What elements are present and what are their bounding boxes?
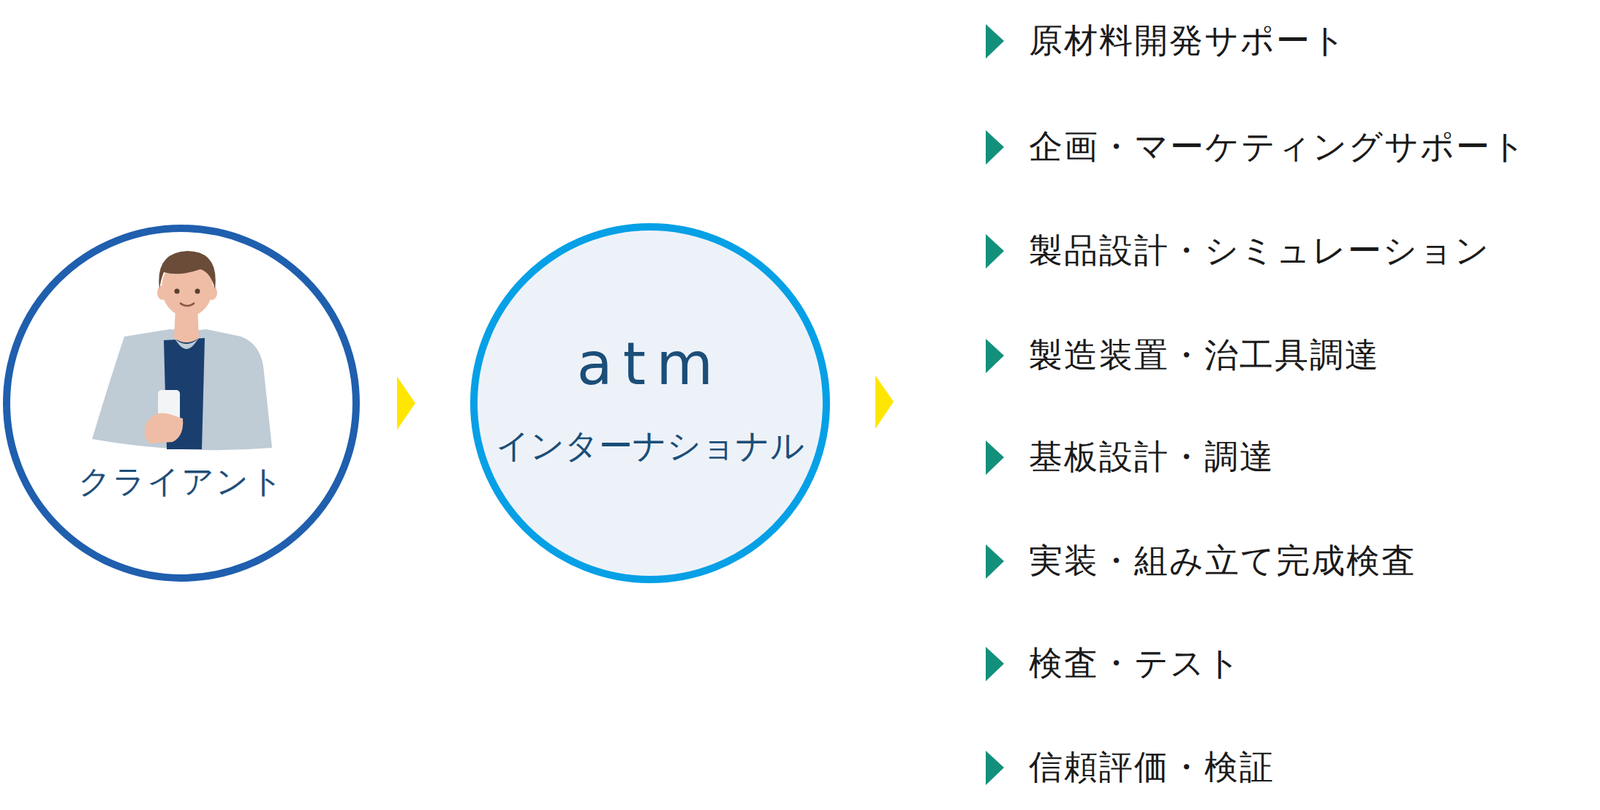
company-circle: atm インターナショナル bbox=[470, 223, 830, 583]
service-item: 企画・マーケティングサポート bbox=[1028, 129, 1527, 164]
company-subname: インターナショナル bbox=[470, 428, 830, 463]
service-item: 検査・テスト bbox=[1028, 645, 1242, 680]
bullet bbox=[985, 234, 1005, 269]
service-item: 信頼評価・検証 bbox=[1028, 749, 1275, 784]
flow-arrow bbox=[875, 375, 894, 429]
circle-outline bbox=[470, 223, 830, 583]
service-item: 原材料開発サポート bbox=[1028, 23, 1347, 58]
client-circle: クライアント bbox=[2, 224, 360, 582]
bullet-group bbox=[985, 24, 1005, 785]
circle-border bbox=[473, 226, 827, 580]
bullet bbox=[985, 338, 1005, 373]
service-item: 実装・組み立て完成検査 bbox=[1028, 543, 1417, 577]
bullet bbox=[985, 750, 1005, 785]
bullet bbox=[985, 646, 1005, 681]
node-label: クライアント bbox=[2, 465, 360, 498]
company-name: atm bbox=[470, 334, 830, 394]
service-item: 製品設計・シミュレーション bbox=[1028, 233, 1491, 267]
bullet bbox=[985, 440, 1005, 475]
circle-border bbox=[6, 228, 357, 578]
flow-arrow bbox=[397, 376, 416, 430]
bullet bbox=[985, 130, 1005, 165]
bullet bbox=[985, 24, 1005, 59]
service-item: 基板設計・調達 bbox=[1028, 439, 1275, 474]
bullet bbox=[985, 544, 1005, 579]
person-illustration bbox=[92, 250, 273, 450]
circle-outline bbox=[2, 224, 360, 582]
service-item: 製造装置・治工具調達 bbox=[1028, 337, 1380, 372]
